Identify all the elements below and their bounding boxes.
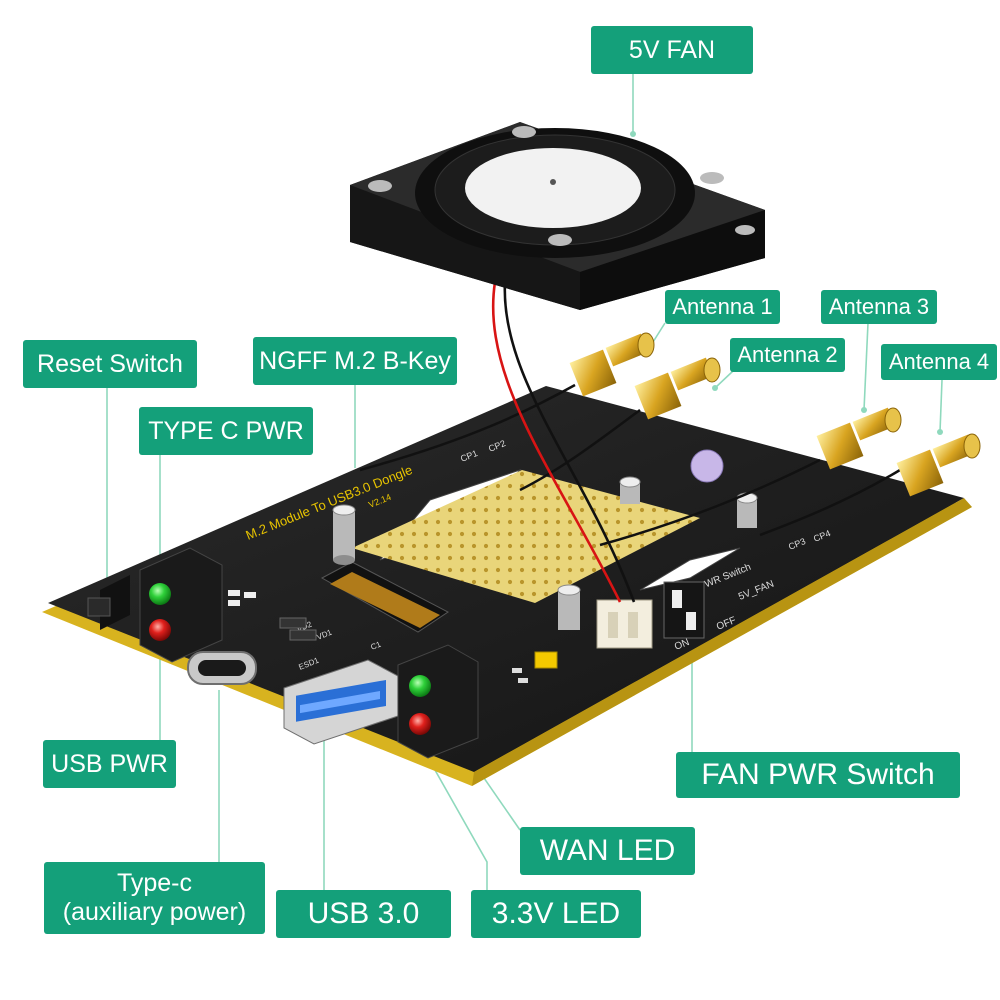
callout-antenna-4-text: Antenna 4 xyxy=(888,349,990,374)
callout-wan-led-text: WAN LED xyxy=(539,834,676,867)
callout-3v3-led-text: 3.3V LED xyxy=(491,897,621,930)
callout-type-c-aux-line1: Type-c xyxy=(116,869,193,898)
pcb-on-text: ON xyxy=(673,637,691,653)
callout-antenna-3: Antenna 3 xyxy=(821,290,937,324)
prototype-area xyxy=(352,470,700,603)
callout-5v-fan-text: 5V FAN xyxy=(628,35,716,64)
led-holder-right xyxy=(397,644,479,759)
callout-type-c-aux-line2: (auxiliary power) xyxy=(62,898,247,926)
callout-usb30: USB 3.0 xyxy=(276,890,451,938)
callout-ngff-text: NGFF M.2 B-Key xyxy=(259,346,451,375)
smd-components xyxy=(228,449,724,683)
led-holder-left xyxy=(139,547,223,663)
fan-wires xyxy=(491,281,636,603)
callout-usb30-text: USB 3.0 xyxy=(307,897,420,930)
callout-type-c-aux: Type-c (auxiliary power) xyxy=(44,862,265,934)
type-c-port xyxy=(187,651,257,685)
callout-usb-pwr: USB PWR xyxy=(43,740,176,788)
antenna3-connector xyxy=(816,407,902,470)
callout-type-c-pwr-text: TYPE C PWR xyxy=(148,416,304,445)
callout-type-c-pwr: TYPE C PWR xyxy=(139,407,313,455)
sma-connectors xyxy=(569,332,981,497)
callout-fan-pwr-switch: FAN PWR Switch xyxy=(676,752,960,798)
callout-antenna-2-text: Antenna 2 xyxy=(737,342,838,367)
standoffs xyxy=(332,476,758,630)
m2-slot xyxy=(320,561,449,633)
callout-reset-switch: Reset Switch xyxy=(23,340,197,388)
fan-connector xyxy=(596,599,653,649)
callout-antenna-4: Antenna 4 xyxy=(881,344,997,380)
callout-antenna-2: Antenna 2 xyxy=(730,338,845,372)
callout-5v-fan: 5V FAN xyxy=(591,26,753,74)
reset-switch xyxy=(87,575,130,630)
callout-fan-pwr-switch-text: FAN PWR Switch xyxy=(701,758,935,791)
callout-wan-led: WAN LED xyxy=(520,827,695,875)
callout-ngff: NGFF M.2 B-Key xyxy=(253,337,457,385)
antenna2-connector xyxy=(634,357,721,420)
usb30-port xyxy=(283,659,399,745)
antenna1-connector xyxy=(569,332,655,397)
callout-antenna-3-text: Antenna 3 xyxy=(828,294,930,319)
fan xyxy=(350,122,765,310)
callout-antenna-1: Antenna 1 xyxy=(665,290,780,324)
callout-antenna-1-text: Antenna 1 xyxy=(672,294,773,319)
antenna-cables xyxy=(359,383,901,547)
callout-3v3-led: 3.3V LED xyxy=(471,890,641,938)
antenna4-connector xyxy=(896,433,981,497)
callout-usb-pwr-text: USB PWR xyxy=(51,749,168,778)
fan-power-switch xyxy=(663,581,705,639)
pcb-c1-text: C1 xyxy=(369,639,382,651)
callout-reset-switch-text: Reset Switch xyxy=(37,349,183,378)
